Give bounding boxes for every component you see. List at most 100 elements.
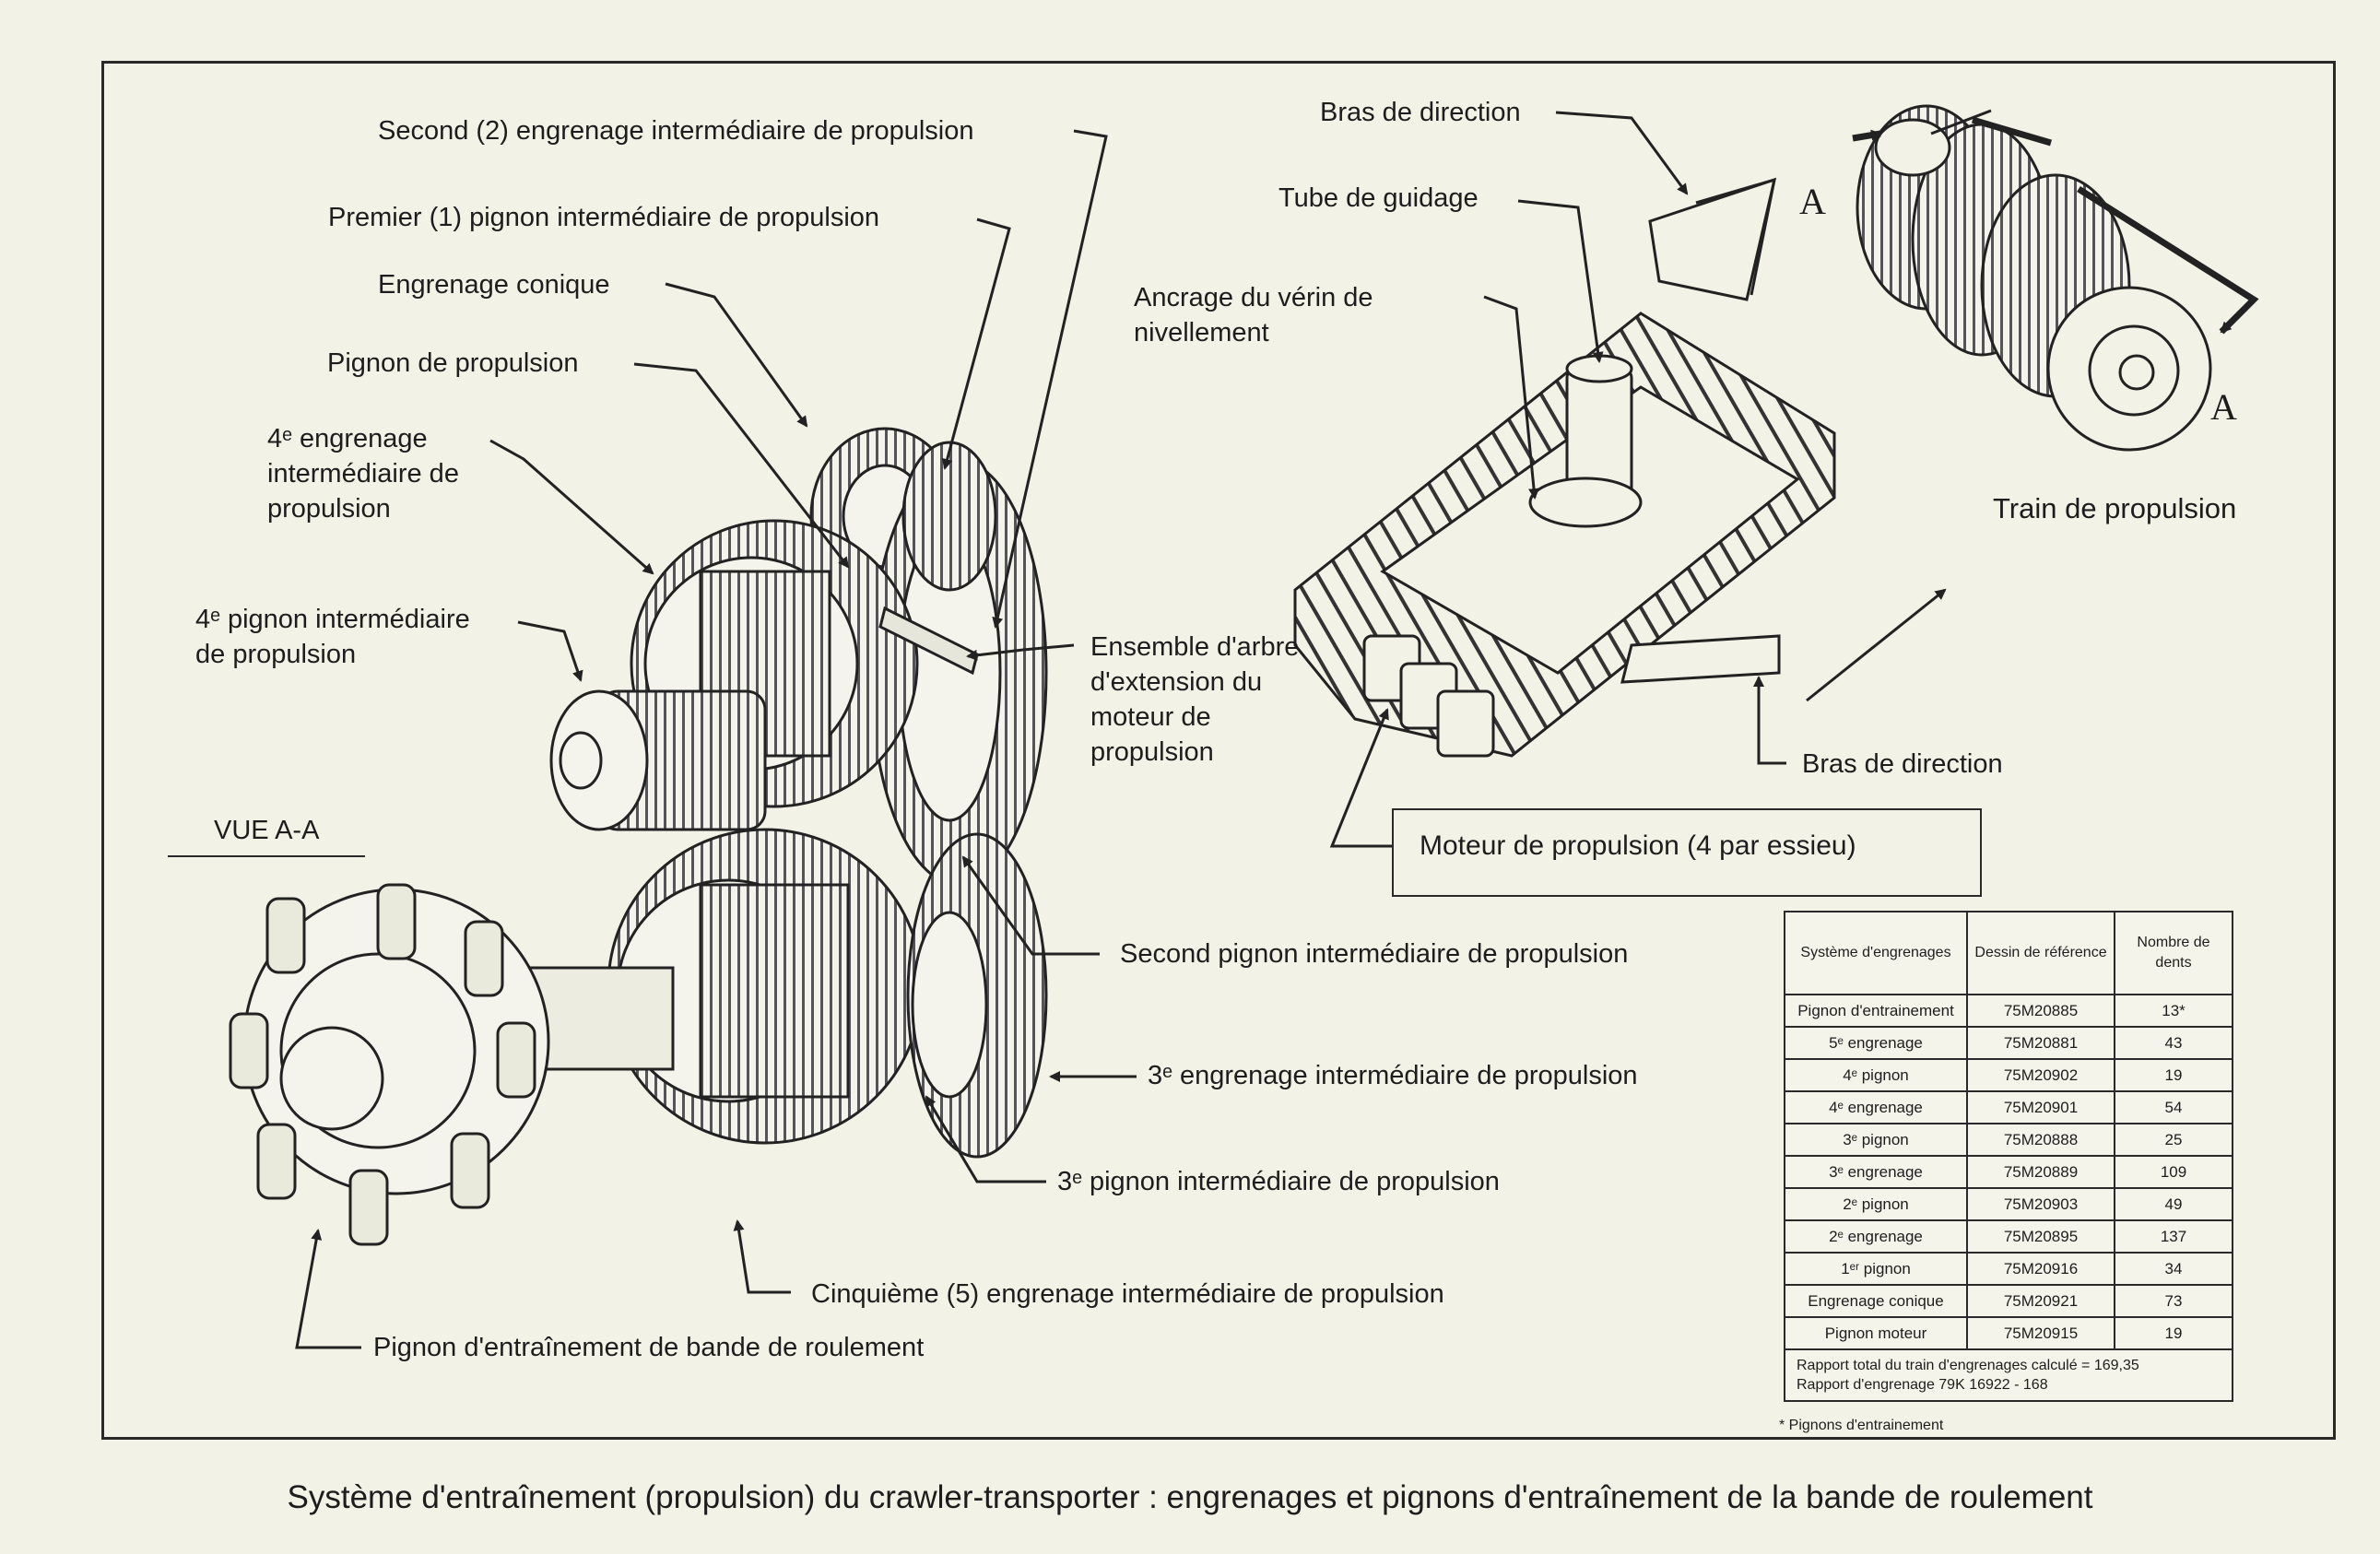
label-fourth-gear: 4ᵉ engrenage intermédiaire de propulsion [267, 421, 459, 526]
gear-table-notes: Rapport total du train d'engrenages calc… [1784, 1348, 2233, 1402]
steering-arm-upper [1648, 177, 1777, 301]
label-tread-sprocket: Pignon d'entraînement de bande de roulem… [373, 1333, 925, 1362]
reference-cell: 75M20888 [1966, 1123, 2115, 1157]
label-second-pinion: Second pignon intermédiaire de propulsio… [1120, 939, 1629, 969]
reference-cell: 75M20901 [1966, 1090, 2115, 1124]
figure-caption: Système d'entraînement (propulsion) du c… [287, 1479, 2093, 1515]
col-header-teeth: Nombre de dents [2114, 911, 2233, 995]
teeth-cell: 43 [2114, 1026, 2233, 1060]
label-fourth-gear-line3: propulsion [267, 494, 391, 524]
reference-cell: 75M20902 [1966, 1058, 2115, 1092]
crawler-truck [1293, 177, 1836, 758]
label-extension-shaft-line1: Ensemble d'arbre [1090, 632, 1300, 662]
gear-name-cell: Pignon d'entrainement [1784, 994, 1968, 1028]
teeth-cell: 109 [2114, 1155, 2233, 1189]
gear-ratio-note: Rapport d'engrenage 79K 16922 - 168 [1797, 1377, 2048, 1393]
teeth-cell: 54 [2114, 1090, 2233, 1124]
label-extension-shaft: Ensemble d'arbre d'extension du moteur d… [1090, 630, 1299, 770]
gear-name-cell: 2ᵉ pignon [1784, 1187, 1968, 1221]
view-aa-label: VUE A-A [214, 816, 320, 845]
label-fourth-gear-line2: intermédiaire de [267, 459, 459, 489]
first-idler-pinion-disc [901, 441, 997, 592]
motor-label: Moteur de propulsion (4 par essieu) [1420, 830, 1856, 861]
teeth-cell: 137 [2114, 1219, 2233, 1254]
view-aa-underline [168, 855, 365, 857]
teeth-cell: 34 [2114, 1252, 2233, 1286]
label-steering-arm-top: Bras de direction [1320, 98, 1521, 127]
gear-name-cell: Pignon moteur [1784, 1316, 1968, 1350]
reference-cell: 75M20915 [1966, 1316, 2115, 1350]
reference-cell: 75M20903 [1966, 1187, 2115, 1221]
gear-name-cell: 3ᵉ engrenage [1784, 1155, 1968, 1189]
leader-lines [295, 111, 1786, 1349]
label-third-gear: 3ᵉ engrenage intermédiaire de propulsion [1148, 1061, 1638, 1090]
gear-name-cell: 4ᵉ engrenage [1784, 1090, 1968, 1124]
total-ratio-note: Rapport total du train d'engrenages calc… [1797, 1358, 2139, 1373]
reference-cell: 75M20881 [1966, 1026, 2115, 1060]
diagram-frame [101, 61, 2336, 1440]
gear-name-cell: 5ᵉ engrenage [1784, 1026, 1968, 1060]
reference-cell: 75M20885 [1966, 994, 2115, 1028]
label-leveling-anchor-line1: Ancrage du vérin de [1134, 283, 1373, 312]
section-marker-a-bottom: A [2210, 386, 2237, 428]
gear-assembly [229, 427, 1048, 1246]
section-marker-a-top: A [1799, 181, 1826, 222]
label-extension-shaft-line4: propulsion [1090, 737, 1214, 767]
reference-cell: 75M20916 [1966, 1252, 2115, 1286]
reference-cell: 75M20895 [1966, 1219, 2115, 1254]
col-header-reference: Dessin de référence [1966, 911, 2115, 995]
label-fourth-pinion: 4ᵉ pignon intermédiaire de propulsion [195, 602, 470, 672]
gear-name-cell: 2ᵉ engrenage [1784, 1219, 1968, 1254]
label-drive-pinion: Pignon de propulsion [327, 348, 579, 378]
teeth-cell: 49 [2114, 1187, 2233, 1221]
gear-table-header: Système d'engrenages Dessin de référence… [1784, 911, 2233, 995]
label-fourth-gear-line1: 4ᵉ engrenage [267, 424, 428, 453]
rotation-arrows [1852, 116, 2259, 335]
label-drive-train: Train de propulsion [1993, 492, 2237, 524]
label-extension-shaft-line3: moteur de [1090, 702, 1211, 732]
label-steering-arm-bottom: Bras de direction [1802, 749, 2003, 779]
teeth-cell: 13* [2114, 994, 2233, 1028]
label-fourth-pinion-line1: 4ᵉ pignon intermédiaire [195, 605, 470, 634]
gear-name-cell: 4ᵉ pignon [1784, 1058, 1968, 1092]
label-extension-shaft-line2: d'extension du [1090, 667, 1263, 697]
gear-table: Système d'engrenages Dessin de référence… [1784, 911, 2233, 1402]
gear-name-cell: Engrenage conique [1784, 1284, 1968, 1318]
label-fourth-pinion-line2: de propulsion [195, 640, 357, 669]
label-second-idler-gear: Second (2) engrenage intermédiaire de pr… [378, 116, 974, 146]
label-guide-tube: Tube de guidage [1278, 183, 1479, 213]
label-fifth-gear: Cinquième (5) engrenage intermédiaire de… [811, 1279, 1444, 1309]
drive-train [1856, 104, 2212, 452]
direction-arrow [1806, 588, 1947, 702]
teeth-cell: 19 [2114, 1316, 2233, 1350]
label-bevel-gear: Engrenage conique [378, 270, 610, 300]
label-third-pinion: 3ᵉ pignon intermédiaire de propulsion [1057, 1167, 1500, 1196]
table-footnote: * Pignons d'entrainement [1779, 1418, 1944, 1433]
gear-name-cell: 3ᵉ pignon [1784, 1123, 1968, 1157]
label-leveling-anchor: Ancrage du vérin de nivellement [1134, 280, 1373, 350]
teeth-cell: 73 [2114, 1284, 2233, 1318]
label-first-idler-pinion: Premier (1) pignon intermédiaire de prop… [328, 203, 880, 232]
reference-cell: 75M20921 [1966, 1284, 2115, 1318]
label-leveling-anchor-line2: nivellement [1134, 318, 1269, 347]
reference-cell: 75M20889 [1966, 1155, 2115, 1189]
steering-arm-lower [1620, 634, 1781, 684]
teeth-cell: 25 [2114, 1123, 2233, 1157]
gear-name-cell: 1ᵉʳ pignon [1784, 1252, 1968, 1286]
motor-label-box: Moteur de propulsion (4 par essieu) [1392, 808, 1982, 897]
col-header-system: Système d'engrenages [1784, 911, 1968, 995]
gear-table-notes-cell: Rapport total du train d'engrenages calc… [1784, 1348, 2233, 1402]
teeth-cell: 19 [2114, 1058, 2233, 1092]
